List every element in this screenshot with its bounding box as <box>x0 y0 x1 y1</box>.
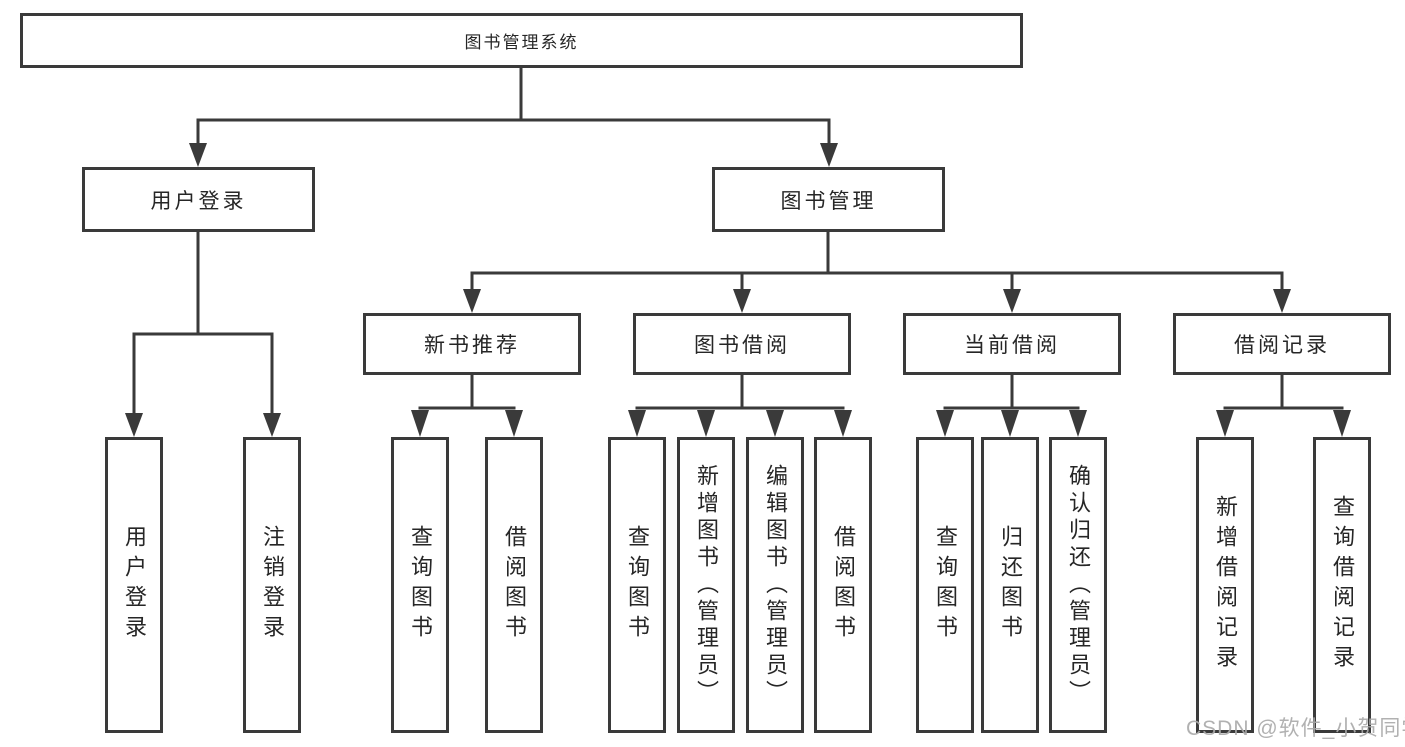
connector-segments <box>132 66 1344 417</box>
node-root: 图书管理系统 <box>20 13 1023 68</box>
leaf-label: 归还图书 <box>998 525 1023 645</box>
leaf-label: 借阅图书 <box>502 525 527 645</box>
arrowhead <box>411 410 429 437</box>
node-label: 新书推荐 <box>424 334 520 357</box>
leaf-label: 新增借阅记录 <box>1213 495 1238 675</box>
leaf-label: 确认归还（管理员） <box>1066 463 1091 707</box>
arrowhead <box>1273 289 1291 313</box>
leaf-add-borrow-record: 新增借阅记录 <box>1196 437 1254 733</box>
leaf-user-login: 用户登录 <box>105 437 163 733</box>
leaf-label: 查询图书 <box>933 525 958 645</box>
leaf-label: 用户登录 <box>122 525 147 645</box>
leaf-confirm-return-admin: 确认归还（管理员） <box>1049 437 1107 733</box>
leaf-label: 查询图书 <box>408 525 433 645</box>
node-label: 当前借阅 <box>964 334 1060 357</box>
leaf-edit-book-admin: 编辑图书（管理员） <box>746 437 804 733</box>
arrowhead <box>463 289 481 313</box>
node-current-borrow: 当前借阅 <box>903 313 1121 375</box>
arrowhead <box>263 413 281 437</box>
arrowhead <box>936 410 954 437</box>
node-label: 图书借阅 <box>694 334 790 357</box>
node-book-management: 图书管理 <box>712 167 945 232</box>
leaf-query-borrow-record: 查询借阅记录 <box>1313 437 1371 733</box>
node-user-login: 用户登录 <box>82 167 315 232</box>
leaf-query-book-2: 查询图书 <box>608 437 666 733</box>
arrowhead <box>733 289 751 313</box>
leaf-label: 查询图书 <box>625 525 650 645</box>
arrowhead <box>820 143 838 167</box>
leaf-return-book: 归还图书 <box>981 437 1039 733</box>
arrowhead <box>834 410 852 437</box>
leaf-query-book-1: 查询图书 <box>391 437 449 733</box>
arrowhead <box>766 410 784 437</box>
arrowhead <box>628 410 646 437</box>
arrowhead <box>505 410 523 437</box>
node-root-label: 图书管理系统 <box>464 33 579 52</box>
leaf-logout: 注销登录 <box>243 437 301 733</box>
node-book-borrow: 图书借阅 <box>633 313 851 375</box>
leaf-borrow-book-1: 借阅图书 <box>485 437 543 733</box>
arrowhead <box>697 410 715 437</box>
leaf-label: 借阅图书 <box>831 525 856 645</box>
leaf-add-book-admin: 新增图书（管理员） <box>677 437 735 733</box>
node-label: 借阅记录 <box>1234 334 1330 357</box>
leaf-label: 编辑图书（管理员） <box>763 463 788 707</box>
node-new-book-recommend: 新书推荐 <box>363 313 581 375</box>
arrowhead <box>125 413 143 437</box>
arrowhead <box>1216 410 1234 437</box>
node-label: 用户登录 <box>150 189 247 213</box>
node-label: 图书管理 <box>780 189 877 213</box>
arrowhead <box>189 143 207 167</box>
leaf-label: 查询借阅记录 <box>1330 495 1355 675</box>
arrowhead <box>1003 289 1021 313</box>
arrowheads <box>125 143 1351 437</box>
leaf-query-book-3: 查询图书 <box>916 437 974 733</box>
node-borrow-record: 借阅记录 <box>1173 313 1391 375</box>
leaf-label: 新增图书（管理员） <box>694 463 719 707</box>
arrowhead <box>1069 410 1087 437</box>
arrowhead <box>1333 410 1351 437</box>
csdn-watermark: CSDN @软件_小贺同学 <box>1186 717 1405 740</box>
leaf-borrow-book-2: 借阅图书 <box>814 437 872 733</box>
arrowhead <box>1001 410 1019 437</box>
leaf-label: 注销登录 <box>260 525 285 645</box>
